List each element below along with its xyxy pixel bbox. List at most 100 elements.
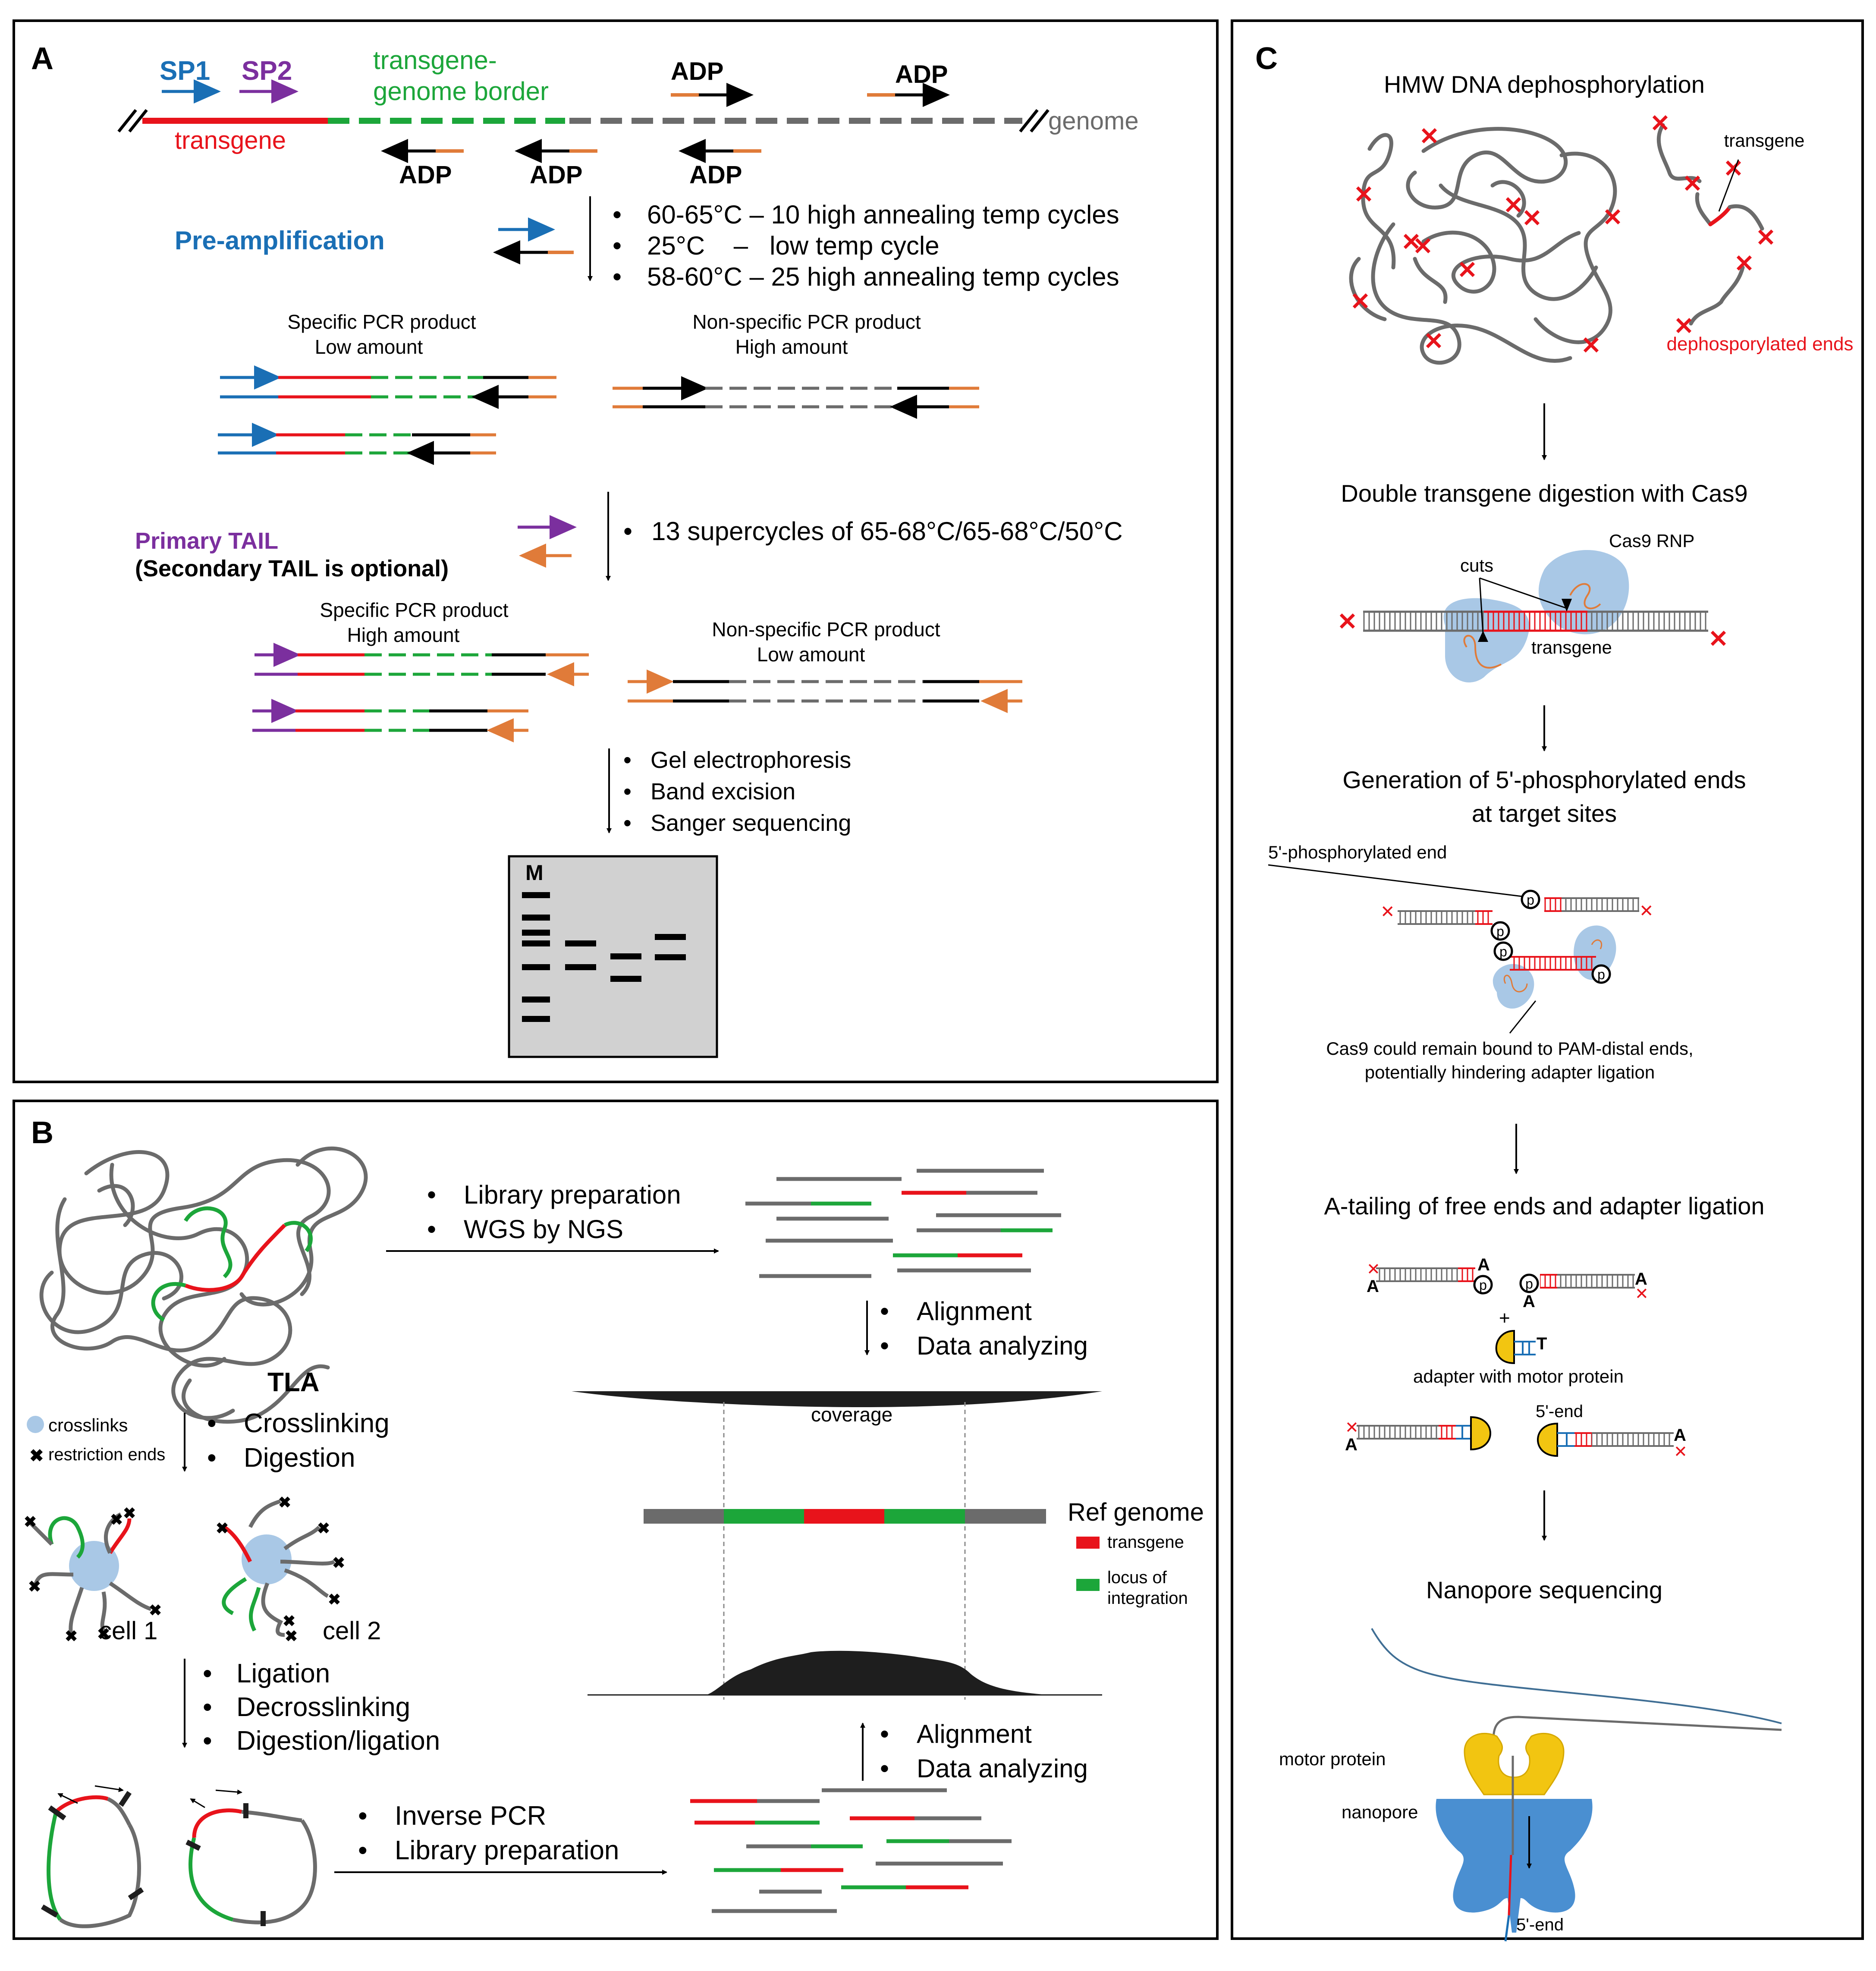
panel-c-letter: C	[1255, 41, 1278, 76]
border-label-1: transgene-	[373, 46, 497, 75]
chromatin-green-b-3	[151, 1282, 186, 1322]
chromatin-red-b	[185, 1223, 286, 1292]
svg-text:•: •	[880, 1297, 889, 1326]
svg-text:✕: ✕	[1650, 110, 1670, 137]
panel-b: B TLA • Library preparation • WGS by NGS	[24, 1116, 1204, 1928]
ref-genome-grey-right	[965, 1509, 1046, 1524]
secondary-tail-label: (Secondary TAIL is optional)	[135, 556, 449, 582]
align-step-2a: Alignment	[917, 1720, 1032, 1748]
wgs-steps: • Library preparation • WGS by NGS	[427, 1180, 681, 1244]
adp-label-bottom-2: ADP	[530, 161, 582, 189]
hmw-title: HMW DNA dephosphorylation	[1384, 71, 1705, 98]
svg-text:•: •	[623, 747, 632, 773]
nanopore-title: Nanopore sequencing	[1426, 1576, 1662, 1603]
cas9-note-1: Cas9 could remain bound to PAM-distal en…	[1326, 1038, 1693, 1059]
coverage-peak	[588, 1650, 1102, 1695]
break-mark-right-1	[1019, 109, 1039, 133]
fragment-cas9-bound: p p	[1493, 925, 1616, 1009]
gel-marker-label: M	[525, 861, 544, 885]
svg-text:✕: ✕	[1503, 192, 1524, 219]
dna-in-pore-red	[1508, 1855, 1512, 1916]
svg-text:✕: ✕	[1413, 233, 1433, 260]
dephos-x-marks-tangle: ✕✕✕ ✕✕✕ ✕✕✕ ✕✕	[1350, 123, 1623, 359]
svg-text:✕: ✕	[1345, 1419, 1359, 1437]
svg-text:✕: ✕	[1756, 224, 1776, 251]
atail-title: A-tailing of free ends and adapter ligat…	[1324, 1192, 1764, 1220]
align-step-1b: Data analyzing	[917, 1331, 1088, 1360]
dephos-x-marks-free: ✕✕✕ ✕✕✕	[1650, 110, 1776, 340]
svg-text:•: •	[880, 1331, 889, 1360]
svg-text:A: A	[1477, 1255, 1490, 1274]
svg-text:✖: ✖	[28, 1578, 41, 1595]
svg-text:✖: ✖	[24, 1513, 37, 1531]
chromatin-tangle-c	[1349, 127, 1617, 365]
svg-text:✕: ✕	[1522, 204, 1542, 232]
guide-rna-left	[1463, 635, 1502, 669]
ref-genome-grey-left	[644, 1509, 724, 1524]
tail-step: 13 supercycles of 65-68°C/65-68°C/50°C	[651, 517, 1123, 546]
gel-step-2: Band excision	[650, 779, 795, 805]
svg-text:✖: ✖	[97, 1625, 110, 1643]
svg-text:✕: ✕	[1603, 204, 1623, 231]
ligated-circle-2	[185, 1803, 317, 1926]
svg-text:✕: ✕	[1723, 155, 1744, 182]
dna-strand-blue	[1371, 1628, 1782, 1724]
motor-protein-label: motor protein	[1279, 1749, 1386, 1769]
xlink-steps: • Crosslinking • Digestion	[207, 1408, 390, 1473]
svg-text:✕: ✕	[1581, 332, 1601, 359]
break-mark-right-2	[1030, 109, 1050, 133]
svg-text:•: •	[613, 231, 622, 260]
svg-text:A: A	[1345, 1435, 1358, 1454]
guide-rna-right	[1569, 583, 1601, 610]
preamp-steps: • 60-65°C – 10 high annealing temp cycle…	[613, 200, 1119, 291]
nonspecific-high-label-2: High amount	[735, 336, 848, 358]
preamp-step-2: 25°C – low temp cycle	[647, 231, 940, 260]
cell-1: ✖✖✖ ✖✖✖✖ cell 1	[24, 1504, 162, 1645]
svg-text:•: •	[427, 1180, 436, 1209]
chromatin-green-b-1	[184, 1206, 233, 1279]
adapter-motor-icon: T	[1495, 1330, 1547, 1364]
svg-text:A: A	[1523, 1292, 1535, 1311]
wgs-reads	[745, 1169, 1061, 1278]
svg-text:•: •	[358, 1801, 368, 1831]
dephos-x-left: ✕	[1337, 608, 1358, 635]
nonspecific-low-label-1: Non-specific PCR product	[712, 618, 940, 641]
crosslinks-label: crosslinks	[48, 1415, 128, 1435]
svg-text:✕: ✕	[1423, 327, 1444, 355]
circle-1-primer-b	[94, 1785, 124, 1792]
ipcr-steps: • Inverse PCR • Library preparation	[358, 1801, 619, 1865]
svg-text:✖: ✖	[328, 1591, 341, 1608]
restriction-ends-label: restriction ends	[48, 1445, 165, 1464]
gel-marker-bands	[522, 892, 550, 1022]
cas9-rnp-label: Cas9 RNP	[1609, 531, 1694, 551]
svg-text:✖: ✖	[216, 1519, 229, 1537]
specific-low-label-2: Low amount	[315, 336, 423, 358]
cas9-note-2: potentially hindering adapter ligation	[1365, 1062, 1655, 1082]
circle-2-primer-b	[215, 1789, 242, 1795]
legend-transgene: transgene	[1107, 1533, 1184, 1552]
specific-high-products	[252, 643, 589, 742]
panel-c: C HMW DNA dephosphorylation ✕✕✕ ✕✕✕ ✕✕✕ …	[1255, 41, 1854, 1942]
preamp-step-3: 58-60°C – 25 high annealing temp cycles	[647, 262, 1119, 291]
ligated-fragment-right: A ✕	[1537, 1422, 1687, 1461]
svg-text:✕: ✕	[1350, 288, 1370, 315]
legend-transgene-swatch	[1076, 1537, 1100, 1549]
cut-marker-left	[1478, 631, 1488, 642]
svg-text:✖: ✖	[332, 1554, 345, 1572]
legend-locus-swatch	[1076, 1579, 1100, 1591]
adp-label-top-2: ADP	[895, 60, 948, 88]
coverage-label: coverage	[811, 1403, 892, 1426]
break-mark-left-2	[128, 109, 148, 133]
gel-steps: • Gel electrophoresis • Band excision • …	[623, 747, 851, 836]
tla-reads	[690, 1788, 1012, 1913]
specific-high-label-1: Specific PCR product	[320, 599, 508, 621]
svg-text:✖: ✖	[123, 1504, 136, 1522]
ref-genome-red	[804, 1509, 884, 1524]
motor-protein-shape	[1464, 1732, 1565, 1795]
coverage-flat	[572, 1391, 1102, 1407]
ref-genome-green-left	[724, 1509, 804, 1524]
free-fragments	[1656, 123, 1764, 326]
svg-text:✖: ✖	[317, 1519, 330, 1537]
svg-text:p: p	[1499, 944, 1507, 959]
